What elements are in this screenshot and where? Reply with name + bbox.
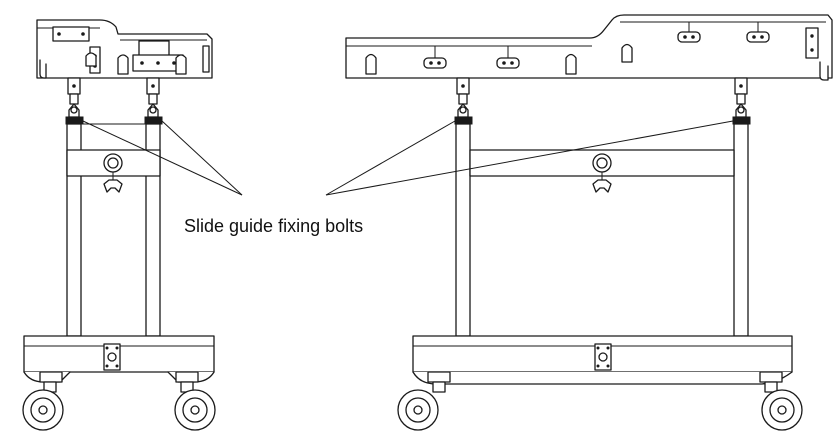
side-tray bbox=[36, 19, 213, 79]
side-height-clamp bbox=[66, 149, 161, 193]
front-column-mounts bbox=[456, 77, 748, 105]
side-column-mounts bbox=[67, 77, 160, 105]
side-bolt-left bbox=[65, 103, 84, 125]
side-caster-right bbox=[174, 371, 216, 431]
front-bolt-right bbox=[732, 103, 751, 125]
callout-label: Slide guide fixing bolts bbox=[184, 216, 363, 236]
callout-leader-lines bbox=[82, 120, 734, 196]
side-bolt-right bbox=[144, 103, 163, 125]
front-crossbar bbox=[469, 149, 735, 193]
front-caster-left bbox=[397, 371, 451, 431]
front-caster-right bbox=[759, 371, 803, 431]
front-columns bbox=[455, 123, 749, 337]
side-caster-left bbox=[22, 371, 64, 431]
front-tray bbox=[345, 14, 833, 81]
front-bolt-left bbox=[454, 103, 473, 125]
cart-front-view bbox=[345, 14, 833, 431]
front-base bbox=[412, 335, 793, 385]
cart-side-view bbox=[22, 19, 216, 431]
